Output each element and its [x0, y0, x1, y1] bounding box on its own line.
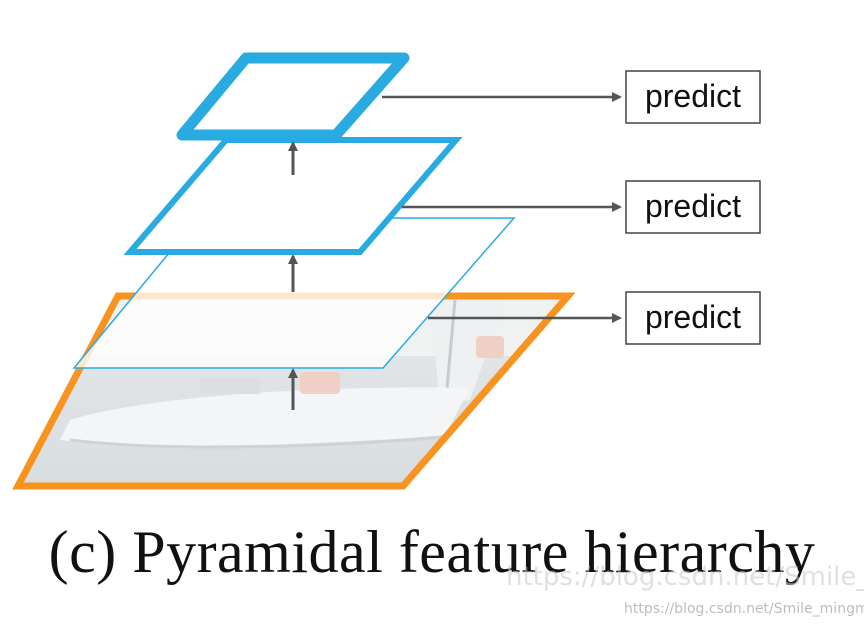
predict-label: predict — [645, 299, 741, 335]
predict-label: predict — [645, 78, 741, 114]
watermark-corner: https://blog.csdn.net/Smile_mingm — [624, 601, 864, 617]
predict-box-1: predict — [625, 70, 761, 124]
watermark-center: https://blog.csdn.net/Smile_mingm — [506, 562, 864, 592]
top-feature-layer — [176, 52, 410, 141]
predict-label: predict — [645, 188, 741, 224]
predict-box-2: predict — [625, 180, 761, 234]
thin-feature-layer — [72, 217, 516, 369]
predict-box-3: predict — [625, 291, 761, 345]
figure-caption: (c) Pyramidal feature hierarchy — [48, 519, 816, 585]
middle-feature-layer — [123, 137, 463, 255]
